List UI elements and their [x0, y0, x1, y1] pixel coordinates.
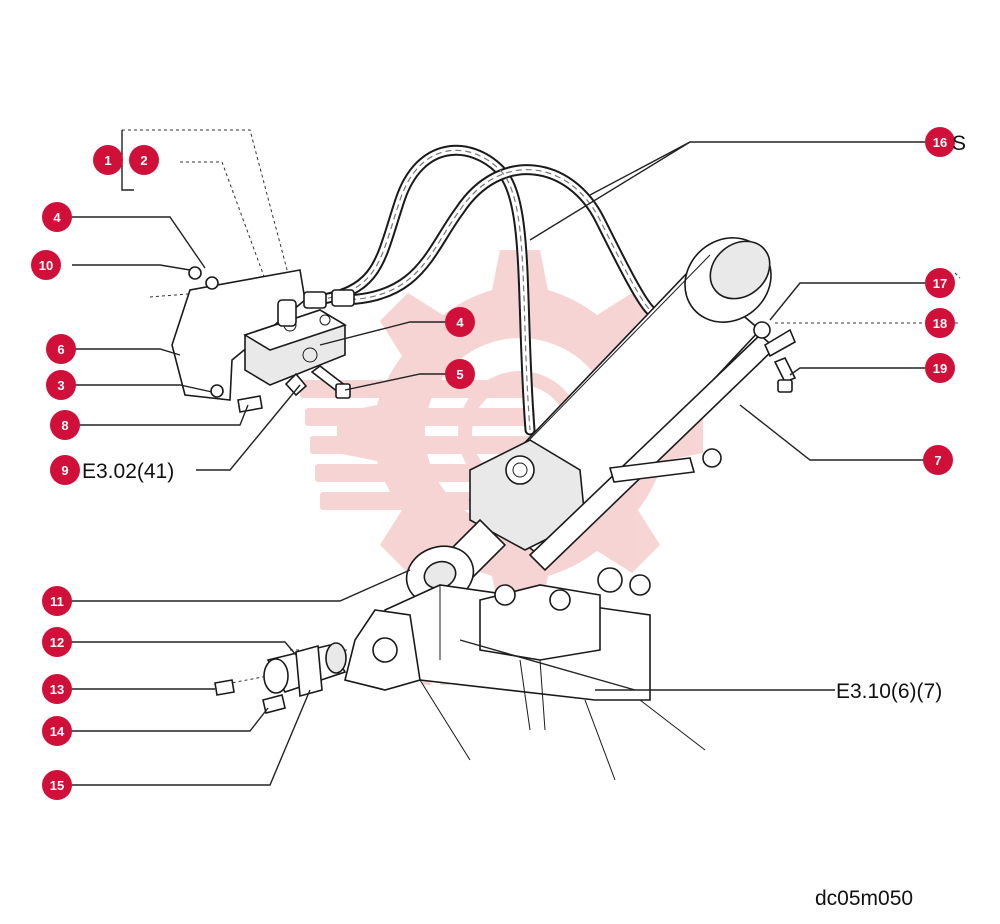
bolt-8	[237, 395, 263, 413]
bolt-19	[773, 356, 797, 384]
bracket-15	[295, 644, 323, 698]
svg-text:4: 4	[53, 210, 61, 225]
callout-7: 7	[923, 445, 953, 475]
callout-2: 2	[129, 145, 159, 175]
callout-17: 17	[925, 268, 955, 298]
washer-3	[210, 384, 224, 398]
callout-12: 12	[42, 627, 72, 657]
callout-4-left: 4	[42, 202, 72, 232]
washer-17	[753, 321, 771, 339]
svg-text:16: 16	[933, 135, 947, 150]
callout-18: 18	[925, 308, 955, 338]
svg-text:5: 5	[456, 367, 463, 382]
callout-14: 14	[42, 716, 72, 746]
svg-text:13: 13	[50, 682, 64, 697]
svg-text:11: 11	[50, 594, 64, 609]
nut-13	[214, 679, 235, 696]
svg-text:17: 17	[933, 276, 947, 291]
svg-text:14: 14	[50, 724, 65, 739]
svg-text:1: 1	[104, 153, 111, 168]
svg-text:12: 12	[50, 635, 64, 650]
svg-text:3: 3	[57, 378, 64, 393]
svg-text:4: 4	[456, 315, 464, 330]
hydraulic-hoses	[303, 144, 656, 436]
callout-4-right: 4	[445, 307, 475, 337]
callout-6: 6	[46, 334, 76, 364]
callout-8: 8	[50, 410, 80, 440]
screw-14	[262, 694, 286, 714]
svg-text:7: 7	[934, 453, 941, 468]
nut-10	[188, 266, 202, 280]
reference-e3-02-41: E3.02(41)	[82, 460, 174, 483]
callout-9: 9	[50, 455, 80, 485]
callout-5: 5	[445, 359, 475, 389]
reference-e3-10-6-7: E3.10(6)(7)	[836, 680, 942, 703]
drawing-code: dc05m050	[815, 887, 913, 910]
plate-18	[763, 328, 797, 358]
leader-lines	[72, 130, 925, 786]
callout-13: 13	[42, 674, 72, 704]
valve-bracket-assembly	[171, 266, 351, 413]
svg-text:9: 9	[61, 463, 68, 478]
svg-text:6: 6	[57, 342, 64, 357]
callout-markers: 1 2 4 10 6 3 8 9	[31, 127, 955, 800]
callout-10: 10	[31, 250, 61, 280]
stray-glyph: S	[952, 132, 966, 155]
callout-15: 15	[42, 770, 72, 800]
callout-1: 1	[93, 145, 123, 175]
washer-4	[205, 276, 219, 290]
svg-text:19: 19	[933, 361, 947, 376]
mounting-frame	[344, 567, 706, 781]
sensor-assembly	[214, 642, 347, 714]
svg-text:10: 10	[39, 258, 53, 273]
callout-11: 11	[42, 586, 72, 616]
callout-16: 16	[925, 127, 955, 157]
svg-text:2: 2	[140, 153, 147, 168]
svg-text:18: 18	[933, 316, 947, 331]
callout-19: 19	[925, 353, 955, 383]
svg-text:8: 8	[61, 418, 68, 433]
callout-3: 3	[46, 370, 76, 400]
svg-text:15: 15	[50, 778, 64, 793]
